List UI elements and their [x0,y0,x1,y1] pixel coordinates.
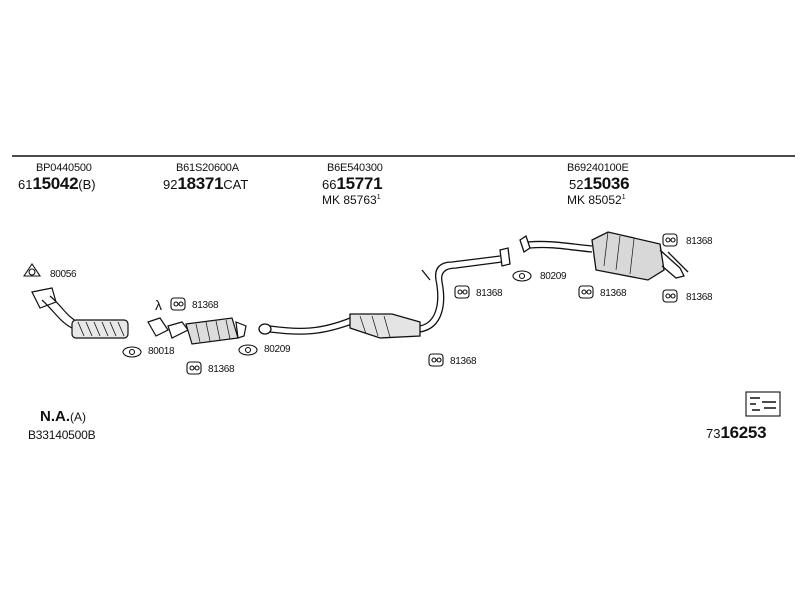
part-code-1: BP0440500 [36,162,92,174]
part-suffix: CAT [223,177,249,192]
catalyst-drawing [147,317,247,345]
label-81368-d[interactable]: 81368 [450,356,477,367]
na-label: N.A.(A) [40,408,86,425]
rear-silencer-drawing [519,231,689,281]
reference-icon [745,391,781,417]
part-suffix: (B) [78,177,96,192]
front-pipe-drawing [31,287,129,339]
part-prefix: 52 [569,177,584,192]
lambda-sensor-symbol: λ [155,297,162,313]
kit-prefix: 73 [706,426,721,441]
label-81368-g[interactable]: 81368 [686,292,713,303]
part-code-2: B61S20600A [176,162,239,174]
label-81368-c[interactable]: 81368 [476,288,503,299]
part-number-4[interactable]: 5215036 [569,174,630,194]
label-81368-f[interactable]: 81368 [686,236,713,247]
label-80018[interactable]: 80018 [148,346,175,357]
part-prefix: 61 [18,177,33,192]
part-number-2[interactable]: 9218371CAT [163,174,248,194]
part-main: 15036 [583,174,630,193]
mk-sup: 1 [376,194,381,201]
part-number-3[interactable]: 6615771 [322,174,383,194]
mk-label: MK 85763 [322,193,377,207]
mk-sup: 1 [621,194,626,201]
part-main: 18371 [177,174,224,193]
kit-number[interactable]: 7316253 [706,423,767,443]
part-code-4: B69240100E [567,162,629,174]
hanger-icons [170,233,678,375]
label-80056[interactable]: 80056 [50,269,77,280]
part-prefix: 92 [163,177,178,192]
label-81368-b[interactable]: 81368 [208,364,235,375]
part-number-1[interactable]: 6115042(B) [18,174,96,194]
mk-label: MK 85052 [567,193,622,207]
label-81368-e[interactable]: 81368 [600,288,627,299]
part-prefix: 66 [322,177,337,192]
part-code-3: B6E540300 [327,162,383,174]
label-80209-a[interactable]: 80209 [264,344,291,355]
gasket-icons [22,263,532,358]
center-pipe-drawing [258,247,511,339]
na-text: N.A. [40,408,70,425]
part-main: 15771 [336,174,383,193]
na-suffix: (A) [70,410,86,424]
part-main: 15042 [32,174,79,193]
footer-code: B33140500B [28,428,96,442]
mk-number-4: MK 850521 [567,193,626,207]
label-80209-b[interactable]: 80209 [540,271,567,282]
mk-number-3: MK 857631 [322,193,381,207]
kit-main: 16253 [720,423,767,442]
label-81368-a[interactable]: 81368 [192,300,219,311]
